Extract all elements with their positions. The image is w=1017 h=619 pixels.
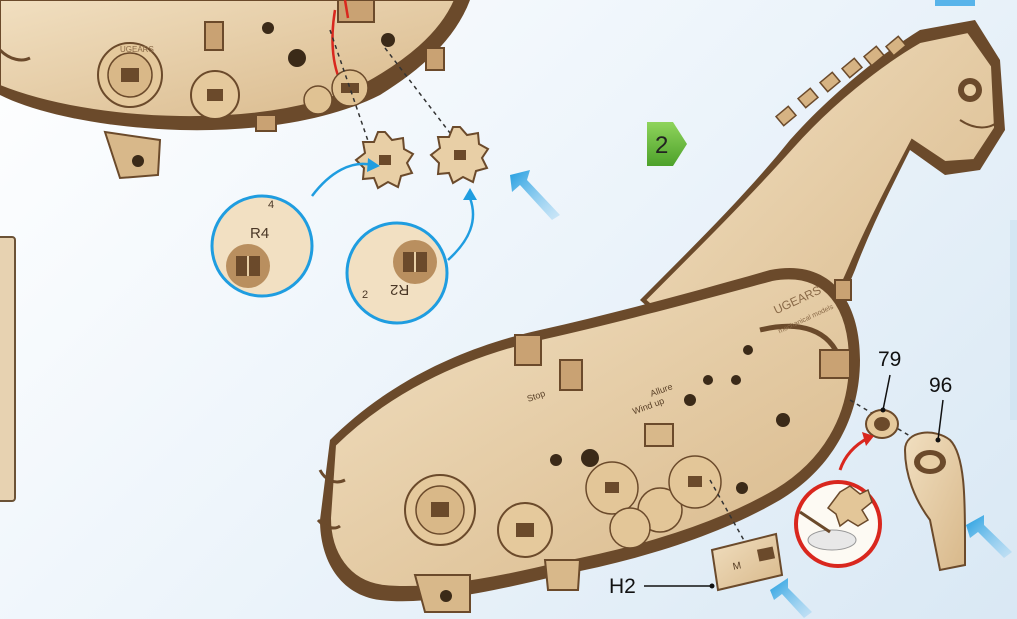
part-label-h2: H2 bbox=[609, 576, 636, 597]
step-number-badge: 2 bbox=[647, 122, 687, 166]
plate-engraving: M bbox=[732, 561, 742, 573]
gear-r4-part bbox=[356, 132, 413, 188]
callout-r4 bbox=[212, 196, 312, 296]
callout-r4-number: 4 bbox=[268, 200, 274, 211]
part-label-96: 96 bbox=[929, 375, 952, 396]
callout-r2-label: R2 bbox=[390, 282, 409, 297]
insert-arrow-icon bbox=[966, 515, 1012, 558]
part-label-79: 79 bbox=[878, 349, 901, 370]
callout-r4-label: R4 bbox=[250, 226, 269, 241]
step-number: 2 bbox=[655, 132, 668, 160]
insert-arrow-icon bbox=[770, 578, 812, 618]
part-79-ring bbox=[866, 410, 898, 438]
hub-engraving: UGEARS bbox=[120, 46, 154, 54]
side-panel-edge bbox=[0, 236, 16, 502]
part-96-lever bbox=[905, 433, 965, 570]
callout-r2 bbox=[347, 223, 447, 323]
gear-r2-part bbox=[431, 127, 488, 183]
insert-arrow-icon bbox=[510, 170, 560, 220]
part-h2-plate bbox=[712, 534, 782, 590]
callout-r2-number: 2 bbox=[362, 290, 368, 301]
